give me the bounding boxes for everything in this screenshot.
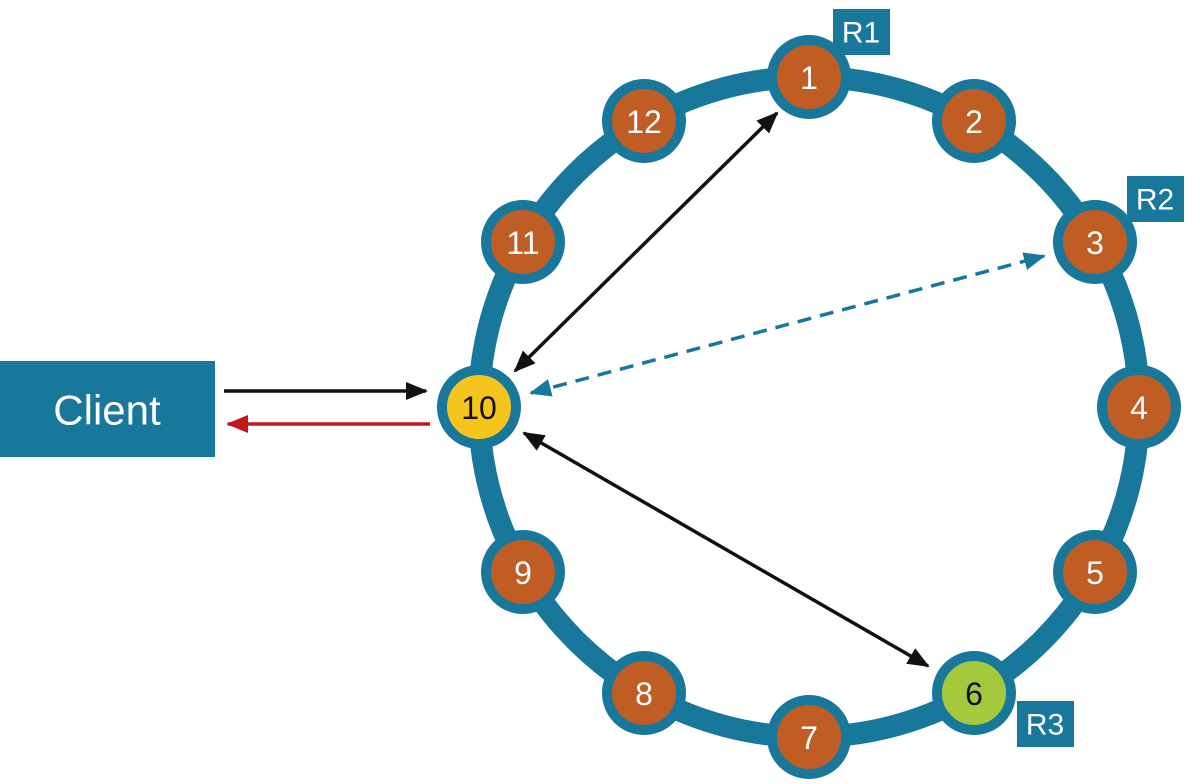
replica-tag-r1-box [833,9,890,55]
ring-node-2: 2 [932,79,1016,163]
svg-text:12: 12 [626,104,662,140]
svg-text:8: 8 [635,676,653,712]
ring-node-11: 11 [481,200,565,284]
svg-text:10: 10 [461,390,497,426]
arrow-coordinator-node3-dashed [529,252,1046,397]
ring-circle [468,66,1150,748]
ring-node-9: 9 [481,530,565,614]
ring-node-1: 1 [767,35,851,119]
svg-text:6: 6 [965,676,983,712]
ring-node-4: 4 [1097,365,1181,449]
svg-text:1: 1 [800,60,818,96]
ring-node-12: 12 [602,79,686,163]
ring-node-5: 5 [1053,530,1137,614]
svg-text:7: 7 [800,720,818,756]
replica-tag-r1-label: R1 [842,17,880,50]
svg-text:3: 3 [1086,225,1104,261]
replica-tag-r2-box [1127,176,1184,222]
svg-text:11: 11 [506,225,539,261]
replica-tag-r2-label: R2 [1136,184,1174,217]
svg-text:5: 5 [1086,555,1104,591]
ring-node-6: 6 [932,651,1016,735]
client-label: Client [53,387,161,434]
ring-node-7: 7 [767,695,851,779]
replica-tag-r3-label: R3 [1026,709,1064,742]
client-box-rect [0,361,215,457]
client-box: Client [0,361,215,457]
replica-tag-r3-box [1017,701,1074,747]
ring-node-10: 10 [437,365,521,449]
replica-tag-r1: R1 [833,9,890,55]
svg-text:9: 9 [514,555,532,591]
ring-node-8: 8 [602,651,686,735]
replica-tag-r2: R2 [1127,176,1184,222]
svg-text:4: 4 [1130,390,1148,426]
arrow-coordinator-node6 [522,431,930,668]
svg-text:2: 2 [965,104,983,140]
replica-tag-r3: R3 [1017,701,1074,747]
ring-node-3: 3 [1053,200,1137,284]
